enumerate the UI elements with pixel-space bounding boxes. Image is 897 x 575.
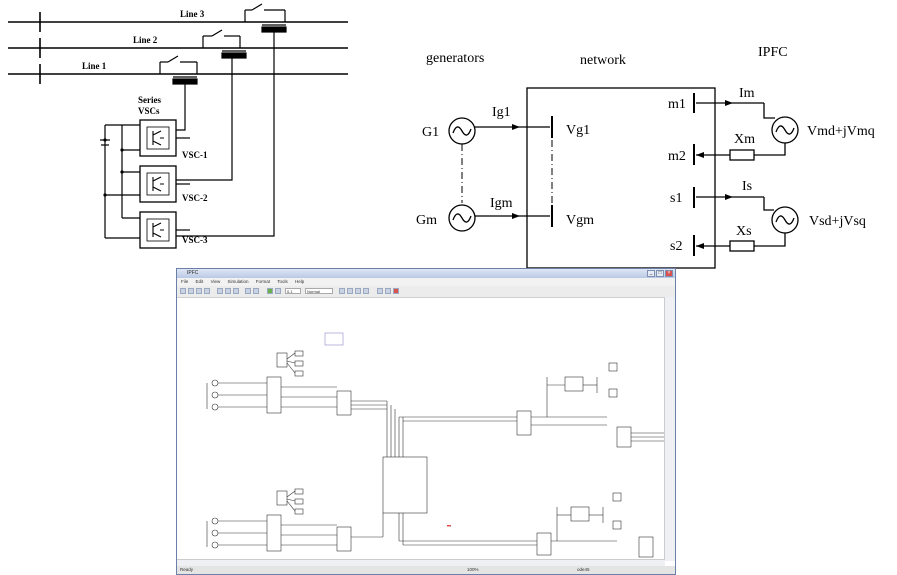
debug-icon[interactable] xyxy=(377,288,383,294)
redo-icon[interactable] xyxy=(253,288,259,294)
xs-label: Xs xyxy=(736,224,752,239)
open-icon[interactable] xyxy=(188,288,194,294)
status-ready: Ready xyxy=(180,567,194,572)
menu-format[interactable]: Format xyxy=(255,279,271,284)
minimize-button[interactable]: _ xyxy=(647,270,655,277)
window-title: IPFC xyxy=(187,270,199,276)
status-solver: ode45 xyxy=(577,567,590,572)
stop-icon[interactable] xyxy=(275,288,281,294)
menu-view[interactable]: View xyxy=(210,279,221,284)
simulink-window: IPFC _ □ × File Edit View Simulation For… xyxy=(176,268,676,575)
xs-reactance xyxy=(729,240,755,252)
s2-label: s2 xyxy=(670,239,682,254)
is-label: Is xyxy=(742,179,752,194)
xm-reactance xyxy=(729,149,755,161)
menu-help[interactable]: Help xyxy=(295,279,305,284)
toolbar: 0.1 Normal xyxy=(177,286,675,298)
line-2-transformer xyxy=(202,29,247,59)
vs-label: Vsd+jVsq xyxy=(809,214,866,229)
vgm-label: Vgm xyxy=(566,213,594,228)
vsc-3-label: VSC-3 xyxy=(182,235,208,245)
series-label-1: Series xyxy=(138,95,161,105)
series-vsc-diagram: Line 3 Line 2 Line 1 Series VSCs xyxy=(0,0,360,260)
ig1-label: Ig1 xyxy=(492,105,511,120)
build-icon[interactable] xyxy=(339,288,345,294)
series-label-2: VSCs xyxy=(138,106,160,116)
menu-bar: File Edit View Simulation Format Tools H… xyxy=(177,278,675,286)
vsc-1-block xyxy=(139,119,190,157)
menu-simulation[interactable]: Simulation xyxy=(227,279,249,284)
g1-source-icon xyxy=(448,117,476,145)
status-bar: Ready 100% ode45 xyxy=(177,566,675,574)
generators-heading: generators xyxy=(426,51,484,66)
menu-tools[interactable]: Tools xyxy=(277,279,288,284)
im-label: Im xyxy=(739,86,755,101)
sim-mode-select[interactable]: Normal xyxy=(305,288,333,294)
maximize-button[interactable]: □ xyxy=(656,270,664,277)
play-icon[interactable] xyxy=(267,288,273,294)
line-3-label: Line 3 xyxy=(180,9,205,19)
series-vsc-svg: Line 3 Line 2 Line 1 Series VSCs xyxy=(8,3,348,249)
record-icon[interactable] xyxy=(393,288,399,294)
stop-time-input[interactable]: 0.1 xyxy=(285,288,301,294)
vm-label: Vmd+jVmq xyxy=(807,124,875,139)
vsc-2-label: VSC-2 xyxy=(182,193,208,203)
print-icon[interactable] xyxy=(204,288,210,294)
menu-file[interactable]: File xyxy=(181,279,189,284)
undo-icon[interactable] xyxy=(245,288,251,294)
paste-icon[interactable] xyxy=(233,288,239,294)
menu-edit[interactable]: Edit xyxy=(195,279,204,284)
m2-label: m2 xyxy=(668,149,686,164)
s1-label: s1 xyxy=(670,191,682,206)
gm-label: Gm xyxy=(416,213,437,228)
xm-label: Xm xyxy=(734,132,755,147)
cut-icon[interactable] xyxy=(217,288,223,294)
line-2-label: Line 2 xyxy=(133,35,158,45)
vs-source-icon xyxy=(771,206,799,234)
vm-source-icon xyxy=(771,116,799,144)
save-icon[interactable] xyxy=(196,288,202,294)
ipfc-heading: IPFC xyxy=(758,45,788,60)
network-heading: network xyxy=(580,53,626,68)
horizontal-scrollbar[interactable] xyxy=(177,559,665,566)
igm-label: Igm xyxy=(490,196,513,211)
vsc-3-block xyxy=(139,211,190,249)
close-button[interactable]: × xyxy=(665,270,673,277)
vsc-1-label: VSC-1 xyxy=(182,150,208,160)
vsc-2-block xyxy=(139,165,190,203)
model-explorer-icon[interactable] xyxy=(363,288,369,294)
model-canvas[interactable] xyxy=(177,297,665,561)
network-box xyxy=(526,87,716,269)
library-icon[interactable] xyxy=(355,288,361,294)
ipfc-network-svg: generators network IPFC G1 Ig1 Vg1 Gm Ig… xyxy=(416,45,875,269)
g1-label: G1 xyxy=(422,125,439,140)
copy-icon[interactable] xyxy=(225,288,231,294)
line-1-label: Line 1 xyxy=(82,61,107,71)
gm-source-icon xyxy=(448,204,476,232)
line-1-transformer xyxy=(159,55,198,85)
update-icon[interactable] xyxy=(347,288,353,294)
line-3-transformer xyxy=(244,3,287,33)
status-zoom: 100% xyxy=(467,567,479,572)
ipfc-network-diagram: generators network IPFC G1 Ig1 Vg1 Gm Ig… xyxy=(400,0,897,275)
m1-label: m1 xyxy=(668,97,686,112)
profiler-icon[interactable] xyxy=(385,288,391,294)
vertical-scrollbar[interactable] xyxy=(664,297,675,561)
new-model-icon[interactable] xyxy=(180,288,186,294)
vg1-label: Vg1 xyxy=(566,123,590,138)
window-titlebar: IPFC _ □ × xyxy=(177,269,675,278)
